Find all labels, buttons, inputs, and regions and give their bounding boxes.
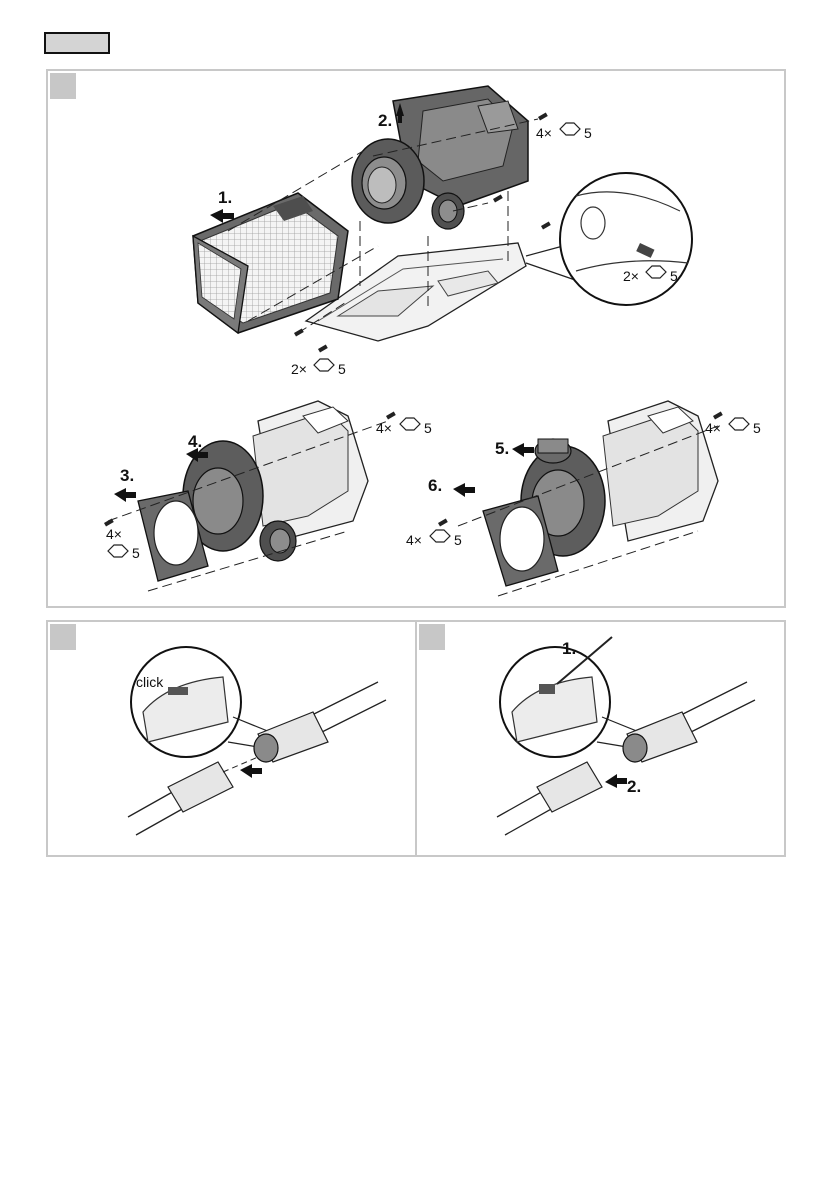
- step-4-label: 4.: [188, 432, 202, 451]
- qty-mid-right-bottom-size: 5: [454, 532, 462, 548]
- pull-arrow-icon: [605, 774, 627, 788]
- qty-top-right-mult: 4×: [536, 125, 552, 141]
- push-arrow-icon: [240, 764, 262, 778]
- hex-icon: [108, 545, 128, 557]
- language-tab: [44, 32, 110, 54]
- qty-mid-right-mult: 4×: [705, 420, 721, 436]
- qty-mid-left-mult: 4×: [376, 420, 392, 436]
- connect-cable-panel: click: [46, 620, 417, 857]
- step-5-label: 5.: [495, 439, 509, 458]
- step-3-label: 3.: [120, 466, 134, 485]
- qty-mid-left-size: 5: [424, 420, 432, 436]
- step-6-label: 6.: [428, 476, 442, 495]
- qty-mid-left-small-mult: 4×: [106, 526, 122, 542]
- step-2-label: 2.: [378, 111, 392, 130]
- step-1-label: 1.: [562, 639, 576, 658]
- hex-icon: [314, 359, 334, 371]
- pump-unit-middle-right: [483, 401, 718, 586]
- disconnect-cable-illustration: 1. 2.: [417, 622, 784, 855]
- disassembly-illustration: 1. 2. 4× 5 2× 5 2× 5: [48, 71, 784, 606]
- step-1-label: 1.: [218, 188, 232, 207]
- qty-bottom-mult: 2×: [291, 361, 307, 377]
- pump-unit-middle-left: [138, 401, 368, 581]
- step-2-label: 2.: [627, 777, 641, 796]
- disconnect-cable-panel: 1. 2.: [415, 620, 786, 857]
- zoom-detail: [526, 173, 692, 305]
- qty-mid-left-small-size: 5: [132, 545, 140, 561]
- hex-icon: [729, 418, 749, 430]
- qty-zoom-mult: 2×: [623, 268, 639, 284]
- pump-unit-top: [352, 86, 528, 229]
- qty-mid-right-bottom-mult: 4×: [406, 532, 422, 548]
- hex-icon: [560, 123, 580, 135]
- qty-bottom-size: 5: [338, 361, 346, 377]
- connect-cable-illustration: click: [48, 622, 415, 855]
- click-label: click: [136, 674, 164, 690]
- hex-icon: [400, 418, 420, 430]
- hex-icon: [430, 530, 450, 542]
- qty-top-right-size: 5: [584, 125, 592, 141]
- disassembly-panel: 1. 2. 4× 5 2× 5 2× 5: [46, 69, 786, 608]
- qty-zoom-size: 5: [670, 268, 678, 284]
- qty-mid-right-size: 5: [753, 420, 761, 436]
